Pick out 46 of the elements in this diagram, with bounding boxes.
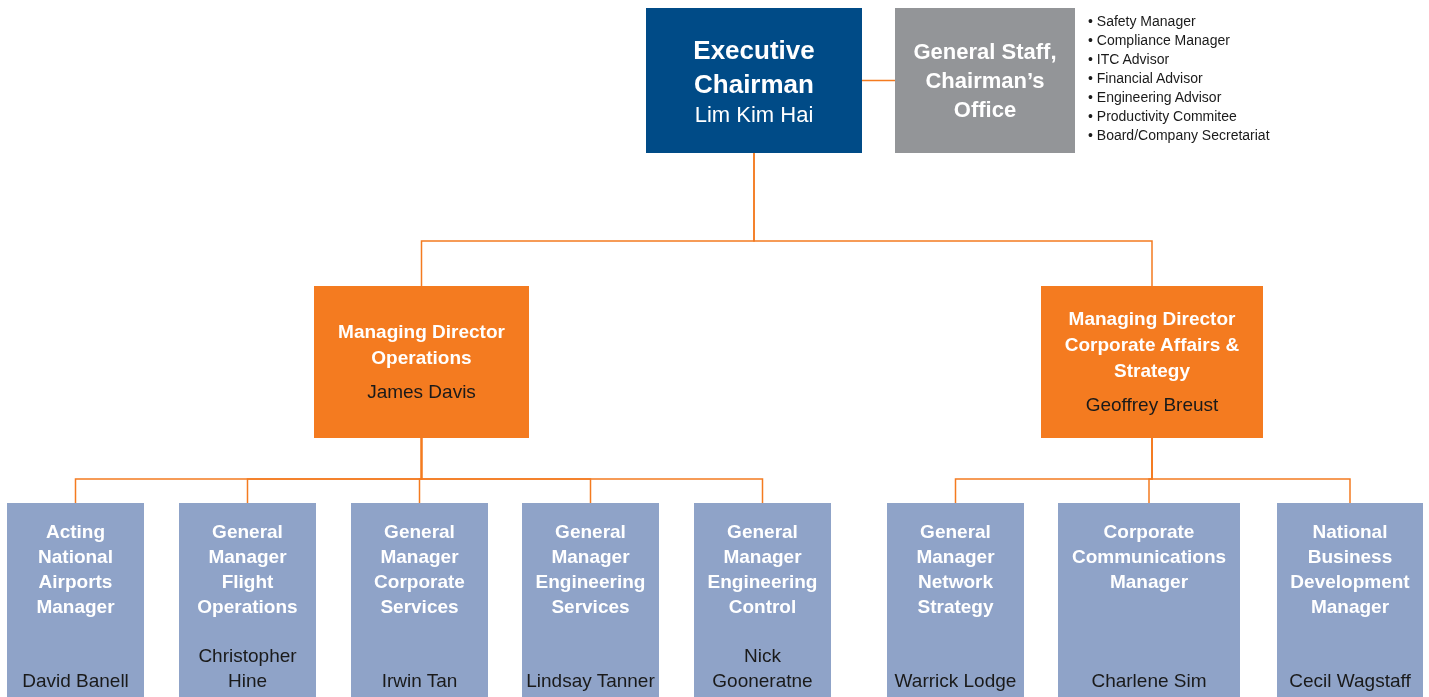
role-title: General Manager Flight Operations xyxy=(196,520,299,619)
list-item: • Board/Company Secretariat xyxy=(1088,126,1270,145)
role-title: Managing Director Operations xyxy=(337,320,506,370)
connector-line xyxy=(420,437,764,504)
person-name: David Banell xyxy=(22,669,129,693)
role-title: National Business Development Manager xyxy=(1289,520,1411,619)
org-chart-box xyxy=(1277,503,1423,697)
org-chart-box xyxy=(1058,503,1240,697)
connector-line xyxy=(1151,437,1351,504)
person-name: Irwin Tan xyxy=(381,669,458,693)
role-title: General Manager Corporate Services xyxy=(373,520,466,619)
list-item: • Safety Manager xyxy=(1088,12,1197,31)
person-name: Charlene Sim xyxy=(1091,669,1207,693)
list-item: • Compliance Manager xyxy=(1088,31,1231,50)
list-item: • Productivity Commitee xyxy=(1088,107,1238,126)
org-chart-box xyxy=(1041,286,1263,438)
list-item: • Engineering Advisor xyxy=(1088,88,1223,107)
person-name: Lindsay Tanner xyxy=(526,669,655,693)
person-name: James Davis xyxy=(367,380,476,404)
person-name: Christopher Hine xyxy=(197,644,298,693)
org-chart-box xyxy=(314,286,529,438)
connector-line xyxy=(753,152,1153,287)
role-title: Acting National Airports Manager xyxy=(35,520,116,619)
person-name: Nick Gooneratne xyxy=(711,644,814,693)
org-chart-box xyxy=(646,8,862,153)
person-name: Warrick Lodge xyxy=(894,669,1017,693)
org-chart-box xyxy=(522,503,659,697)
role-title: Executive Chairman xyxy=(692,33,816,101)
role-title: General Manager Network Strategy xyxy=(915,520,996,619)
connector-line xyxy=(861,79,896,82)
org-chart-box xyxy=(694,503,831,697)
role-title: Corporate Communications Manager xyxy=(1070,520,1228,594)
list-item: • ITC Advisor xyxy=(1088,50,1171,69)
role-title: General Staff, Chairman’s Office xyxy=(912,38,1058,124)
person-name: Cecil Wagstaff xyxy=(1289,669,1411,693)
role-title: Managing Director Corporate Affairs & Strategy xyxy=(1063,307,1241,383)
org-chart-box xyxy=(887,503,1024,697)
role-title: General Manager Engineering Control xyxy=(706,520,819,619)
org-chart-box xyxy=(179,503,316,697)
org-chart-box xyxy=(7,503,144,697)
list-item: • Financial Advisor xyxy=(1088,69,1204,88)
person-name: Lim Kim Hai xyxy=(694,100,814,129)
org-chart-box xyxy=(351,503,488,697)
person-name: Geoffrey Breust xyxy=(1085,393,1219,417)
role-title: General Manager Engineering Services xyxy=(534,520,647,619)
org-chart-box xyxy=(895,8,1075,153)
